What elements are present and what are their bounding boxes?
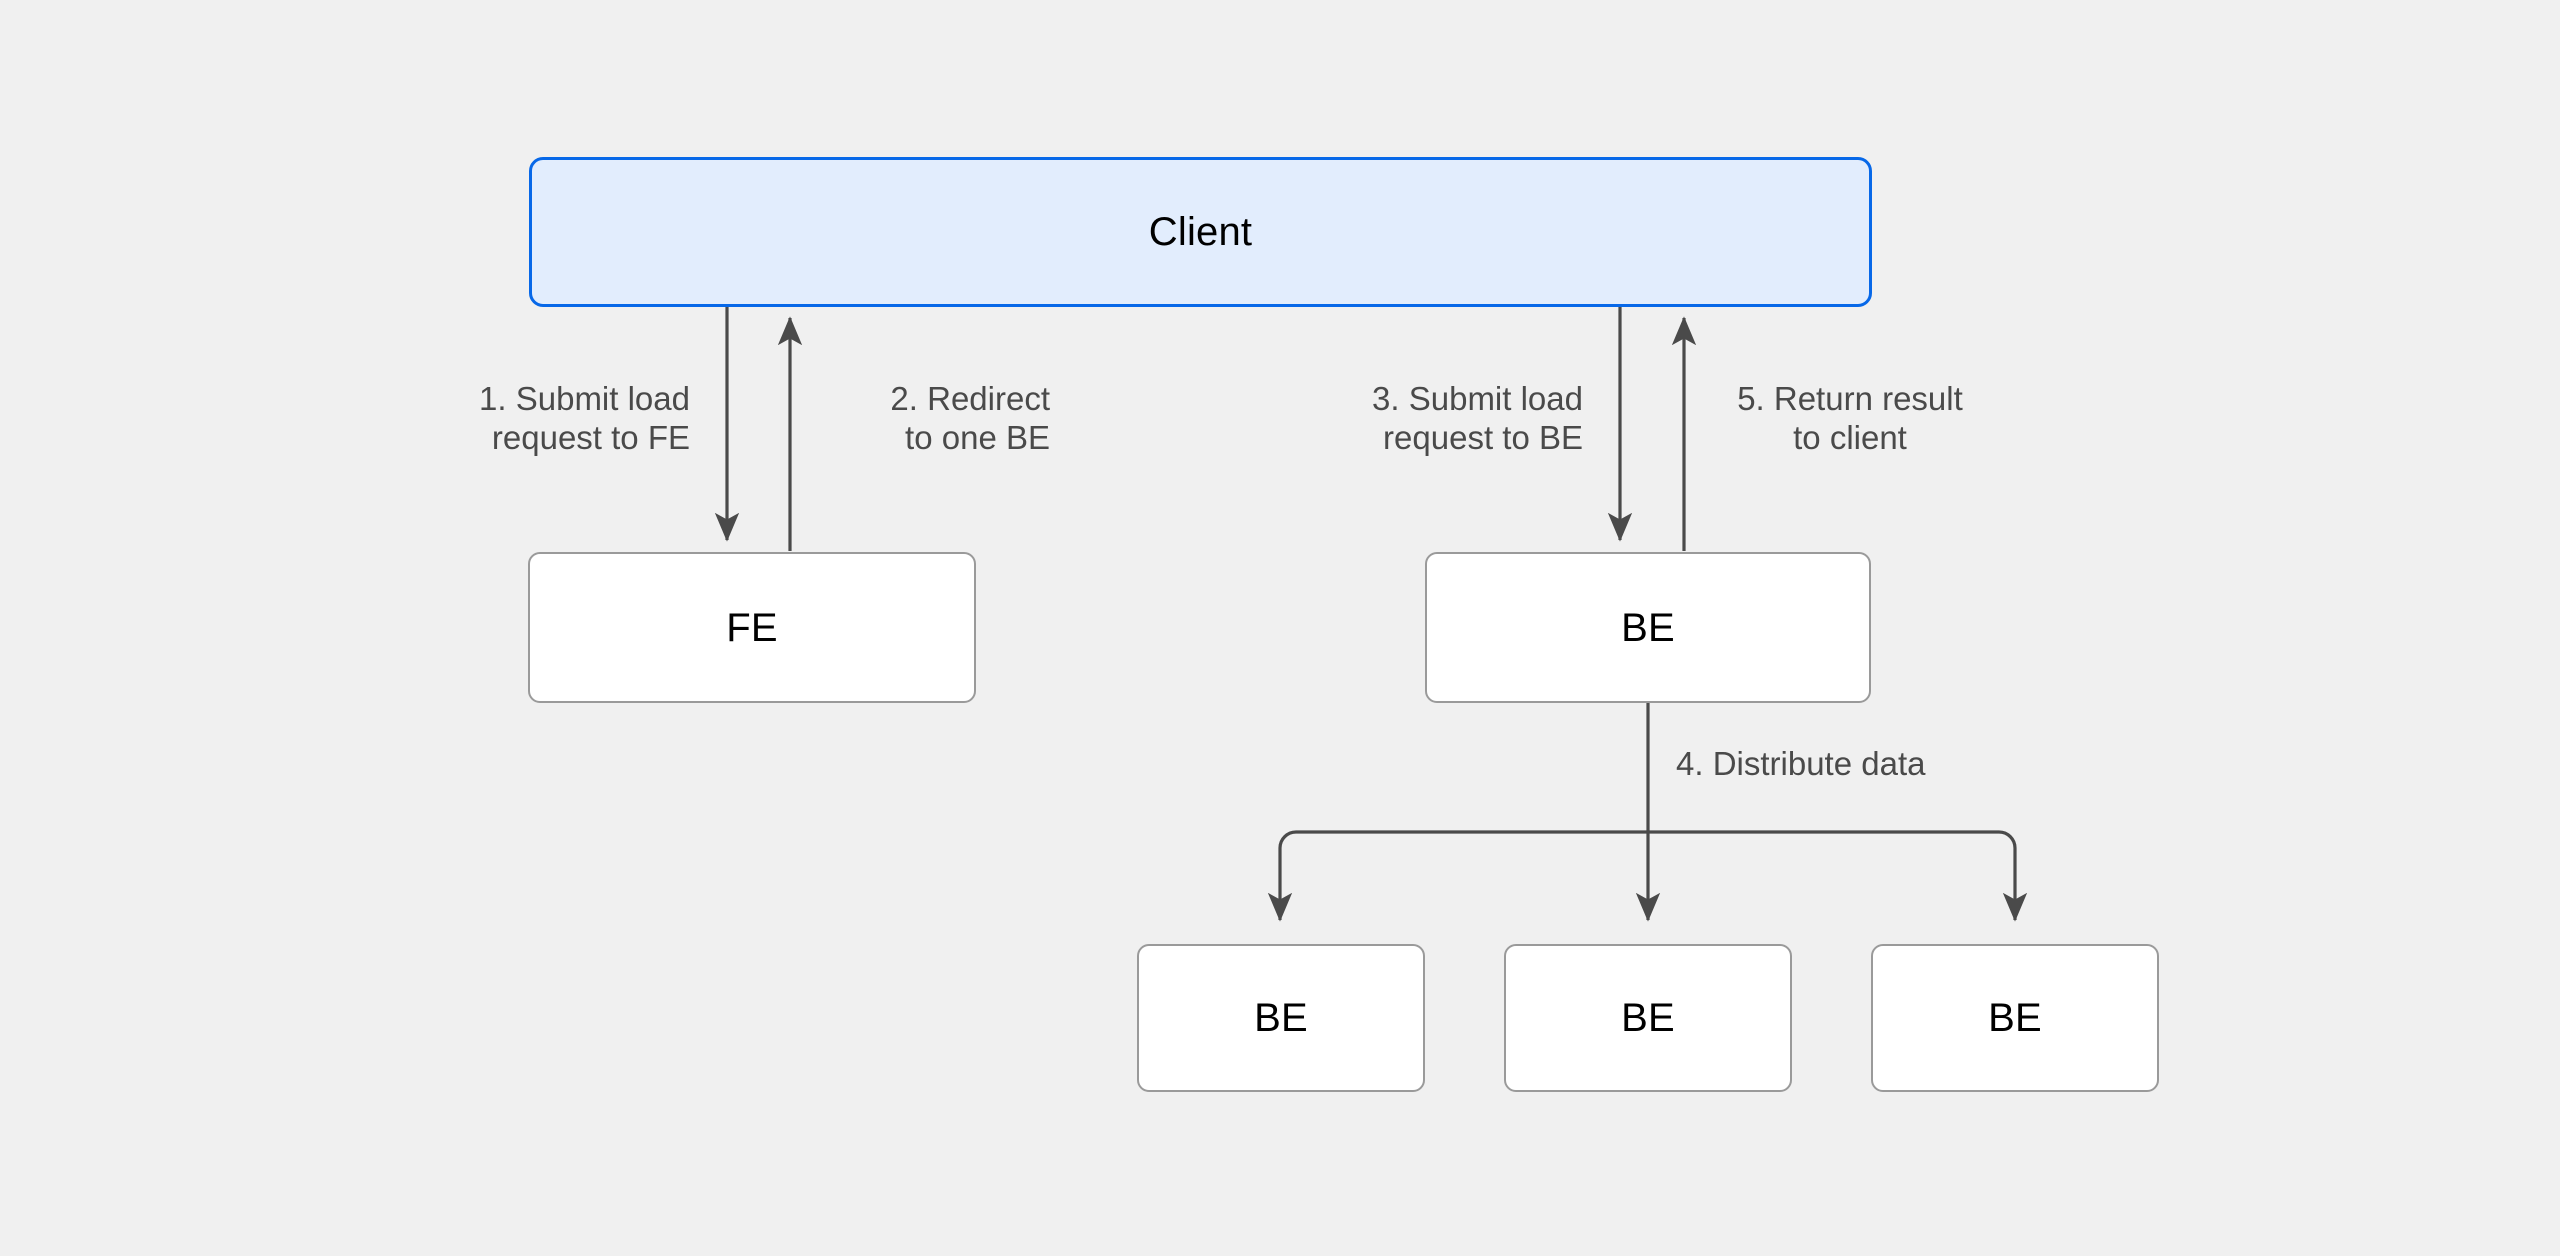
node-fe[interactable]: FE bbox=[528, 552, 976, 703]
node-be[interactable]: BE bbox=[1425, 552, 1871, 703]
edge-4-be-distribute-fork bbox=[1267, 703, 2028, 922]
edge-label-2: 2. Redirect to one BE bbox=[890, 380, 1050, 456]
edge-label-4: 4. Distribute data bbox=[1676, 745, 1926, 782]
node-be-shard-1[interactable]: BE bbox=[1137, 944, 1425, 1092]
node-client[interactable]: Client bbox=[529, 157, 1872, 307]
node-be-shard-2[interactable]: BE bbox=[1504, 944, 1792, 1092]
node-be-label: BE bbox=[1621, 605, 1675, 650]
node-fe-label: FE bbox=[726, 605, 778, 650]
node-be-shard-3-label: BE bbox=[1988, 996, 2042, 1040]
node-be-shard-2-label: BE bbox=[1621, 996, 1675, 1040]
edge-label-5-return: 5. Return result to client bbox=[1737, 380, 1963, 456]
node-be-shard-1-label: BE bbox=[1254, 996, 1308, 1040]
edge-label-1: 1. Submit load request to FE bbox=[479, 380, 690, 456]
node-client-label: Client bbox=[1148, 210, 1253, 254]
edge-label-3: 3. Submit load request to BE bbox=[1372, 380, 1583, 456]
node-be-shard-3[interactable]: BE bbox=[1871, 944, 2159, 1092]
